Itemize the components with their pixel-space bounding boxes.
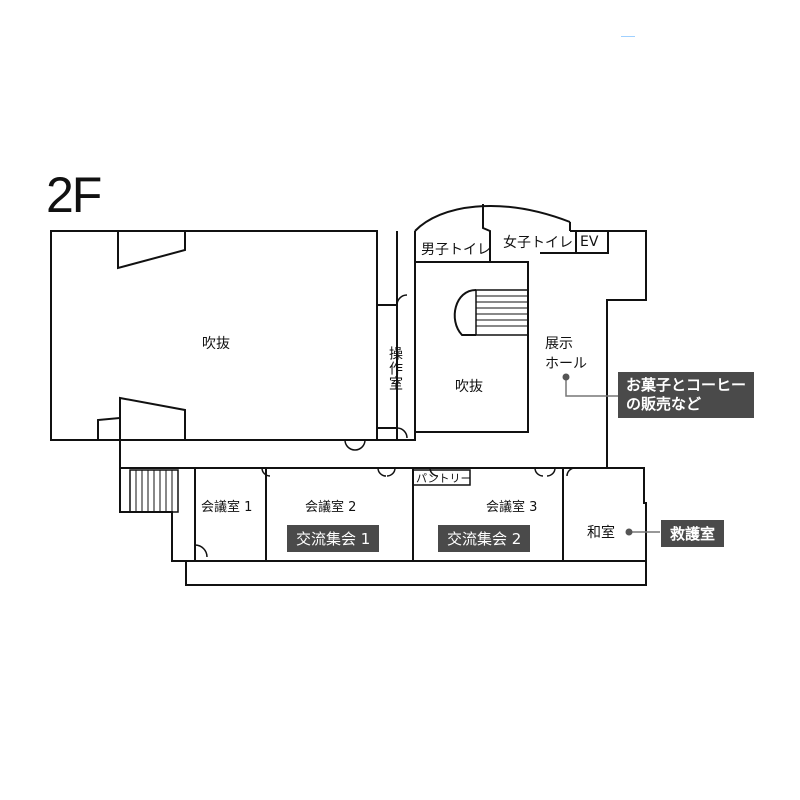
accent-line — [621, 36, 635, 37]
room-control: 操作室 — [387, 346, 403, 391]
room-mens-toilet: 男子トイレ — [421, 242, 491, 258]
tag-first-aid: 救護室 — [661, 520, 725, 547]
room-meeting-1: 会議室 1 — [201, 500, 253, 515]
balcony-bottom — [97, 396, 186, 440]
toilet-dome — [414, 205, 571, 232]
pantry-box — [413, 469, 471, 486]
room-japanese: 和室 — [587, 525, 615, 541]
callout-dot — [562, 373, 570, 381]
control-room-walls — [376, 231, 398, 440]
sales-callout-line2: の販売など — [626, 395, 702, 413]
tag-exchange-1: 交流集会 1 — [287, 525, 380, 552]
sales-callout: お菓子とコーヒー の販売など — [618, 372, 755, 418]
room-atrium-center: 吹抜 — [455, 379, 483, 395]
room-elevator: EV — [580, 234, 599, 250]
room-meeting-3: 会議室 3 — [486, 500, 538, 515]
room-exhibition-line1: 展示 — [545, 336, 573, 352]
room-exhibition-line2: ホール — [545, 356, 587, 372]
room-womens-toilet: 女子トイレ — [503, 235, 573, 251]
room-pantry: パントリー — [416, 472, 472, 485]
lower-wing — [51, 432, 607, 469]
balcony-top — [117, 231, 186, 270]
floor-label: 2F — [46, 167, 102, 223]
room-atrium-left: 吹抜 — [202, 336, 230, 352]
tag-exchange-2: 交流集会 2 — [438, 525, 531, 552]
right-wing — [185, 230, 647, 586]
center-stair — [475, 289, 529, 336]
ev-box — [575, 230, 609, 254]
room-meeting-2: 会議室 2 — [305, 500, 357, 515]
callout-leader — [565, 377, 622, 397]
sales-callout-line1: お菓子とコーヒー — [626, 376, 747, 394]
first-aid-dot — [625, 528, 633, 536]
